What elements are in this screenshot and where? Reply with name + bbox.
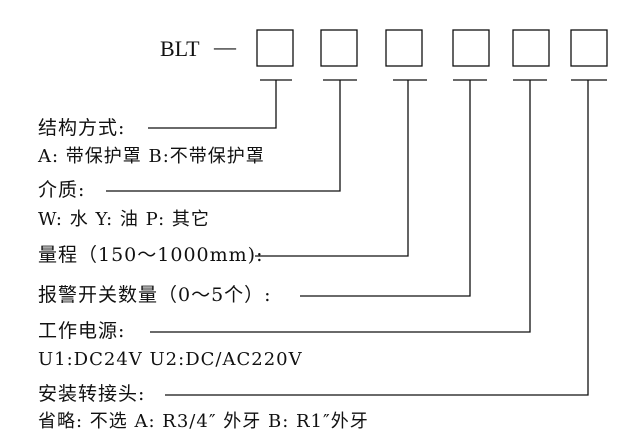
field-label-power-supply: 工作电源: [38,320,126,342]
field-options-power-supply: U1:DC24V U2:DC/AC220V [38,349,303,370]
field-options-structure: A: 带保护罩 B:不带保护罩 [38,146,265,167]
code-box-3 [385,29,423,67]
leader-line-5 [150,80,531,333]
code-box-1 [256,29,294,67]
leader-line-6 [165,80,589,396]
code-box-4 [452,29,490,67]
code-box-6 [570,29,608,67]
field-label-adapter: 安装转接头: [38,383,146,405]
code-box-5 [512,29,550,67]
leader-line-2 [106,80,341,192]
field-options-adapter: 省略: 不选 A: R3/4″ 外牙 B: R1″外牙 [38,411,369,432]
field-options-medium: W: 水 Y: 油 P: 其它 [38,209,210,230]
model-prefix: BLT [160,36,200,61]
leader-line-3 [255,80,409,257]
field-label-structure: 结构方式: [38,117,126,139]
field-label-medium: 介质: [38,179,86,201]
model-dash: — [214,34,236,59]
code-box-2 [320,29,358,67]
leader-line-1 [148,80,277,129]
field-label-alarm-switch-count: 报警开关数量（0～5个）: [38,284,272,306]
leader-line-4 [300,80,471,297]
field-label-range: 量程（150～1000mm): [38,244,264,266]
